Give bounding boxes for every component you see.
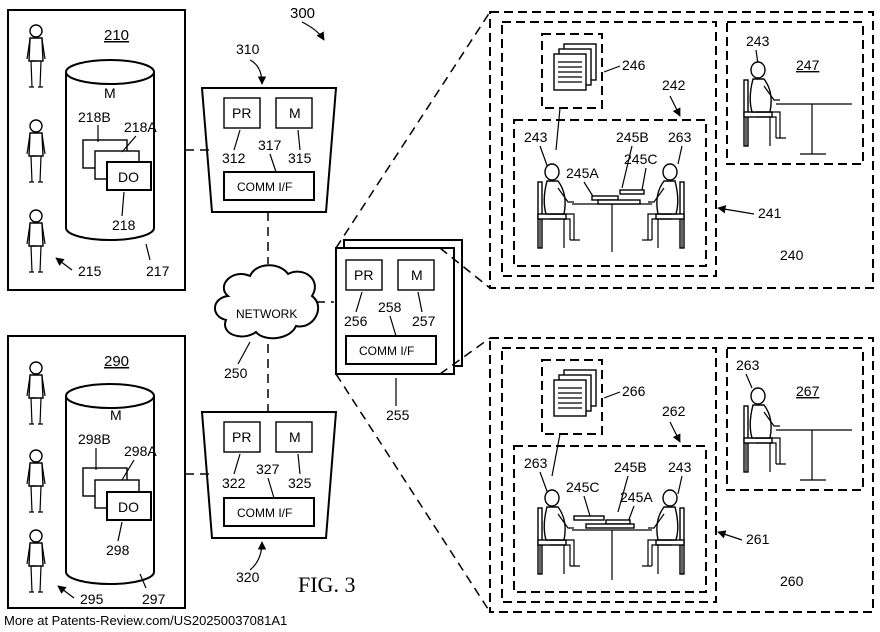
ref-263-left: 263 <box>524 455 548 471</box>
ref-322: 322 <box>222 475 246 491</box>
footer-watermark: More at Patents-Review.com/US20250037081… <box>4 613 287 628</box>
pr-label: PR <box>354 267 373 283</box>
scene-260: 266 262 263 267 263 245B 243 245C 245A 2… <box>490 338 873 612</box>
store-210-ref: 210 <box>104 27 129 44</box>
ref-298b: 298B <box>78 431 111 447</box>
ref-263-side: 263 <box>736 357 760 373</box>
ref-267: 267 <box>796 383 820 399</box>
ref-297: 297 <box>142 591 166 607</box>
do-label: DO <box>118 169 139 185</box>
ref-240: 240 <box>780 247 804 263</box>
ref-215: 215 <box>78 263 102 279</box>
ref-243-left: 243 <box>524 129 548 145</box>
server-320: PR M 322 327 325 COMM I/F 320 <box>202 412 336 585</box>
ref-262: 262 <box>662 403 686 419</box>
ref-325: 325 <box>288 475 312 491</box>
ref-257: 257 <box>412 313 436 329</box>
data-store-210: 210 M DO 218B 218A 218 215 217 <box>8 10 185 290</box>
document-icon <box>554 44 596 90</box>
seated-person-icon <box>538 490 580 574</box>
figure-ref-300: 300 <box>290 5 315 22</box>
scene-240: 246 242 243 247 243 245B 263 245C 245A 2… <box>490 12 873 288</box>
pr-label: PR <box>232 429 251 445</box>
ref-312: 312 <box>222 150 246 166</box>
figure-label: FIG. 3 <box>298 572 355 597</box>
ref-295: 295 <box>80 591 104 607</box>
ref-256: 256 <box>344 313 368 329</box>
ref-245a: 245A <box>620 489 653 505</box>
ref-245a: 245A <box>566 165 599 181</box>
ref-255: 255 <box>386 407 410 423</box>
seated-person-icon <box>642 164 684 248</box>
ref-245b: 245B <box>614 459 647 475</box>
store-210-m: M <box>104 85 116 101</box>
ref-243-side: 243 <box>746 33 770 49</box>
pr-label: PR <box>232 105 251 121</box>
network-cloud: NETWORK 250 <box>215 265 318 381</box>
ref-298a: 298A <box>124 443 157 459</box>
ref-258: 258 <box>378 299 402 315</box>
device-255: PR M 256 258 257 COMM I/F 255 <box>336 240 462 423</box>
ref-246: 246 <box>622 57 646 73</box>
ref-243: 243 <box>668 459 692 475</box>
ref-218: 218 <box>112 217 136 233</box>
store-290-m: M <box>110 407 122 423</box>
ref-218b: 218B <box>78 109 111 125</box>
data-store-290: 290 M DO 298B 298A 298 295 297 <box>8 336 185 608</box>
m-label: M <box>411 267 423 283</box>
network-label: NETWORK <box>236 307 297 321</box>
server-310-ref: 310 <box>236 41 260 57</box>
comm-label: COMM I/F <box>237 180 292 194</box>
store-290-ref: 290 <box>104 353 129 370</box>
ref-266: 266 <box>622 383 646 399</box>
ref-247: 247 <box>796 57 820 73</box>
ref-327: 327 <box>256 461 280 477</box>
arrow-300 <box>302 22 324 40</box>
ref-242: 242 <box>662 77 686 93</box>
ref-250: 250 <box>224 365 248 381</box>
document-icon <box>554 370 596 416</box>
ref-217: 217 <box>146 263 170 279</box>
m-label: M <box>289 105 301 121</box>
do-label: DO <box>118 499 139 515</box>
ref-241: 241 <box>758 205 782 221</box>
server-310: 310 PR M 312 317 315 COMM I/F <box>202 41 336 212</box>
ref-298: 298 <box>106 542 130 558</box>
ref-245c: 245C <box>566 479 599 495</box>
comm-label: COMM I/F <box>359 344 414 358</box>
ref-260: 260 <box>780 573 804 589</box>
m-label: M <box>289 429 301 445</box>
ref-263: 263 <box>668 129 692 145</box>
ref-245b: 245B <box>616 129 649 145</box>
ref-218a: 218A <box>124 119 157 135</box>
ref-261: 261 <box>746 531 770 547</box>
comm-label: COMM I/F <box>237 506 292 520</box>
ref-317: 317 <box>258 137 282 153</box>
server-320-ref: 320 <box>236 569 260 585</box>
ref-315: 315 <box>288 150 312 166</box>
